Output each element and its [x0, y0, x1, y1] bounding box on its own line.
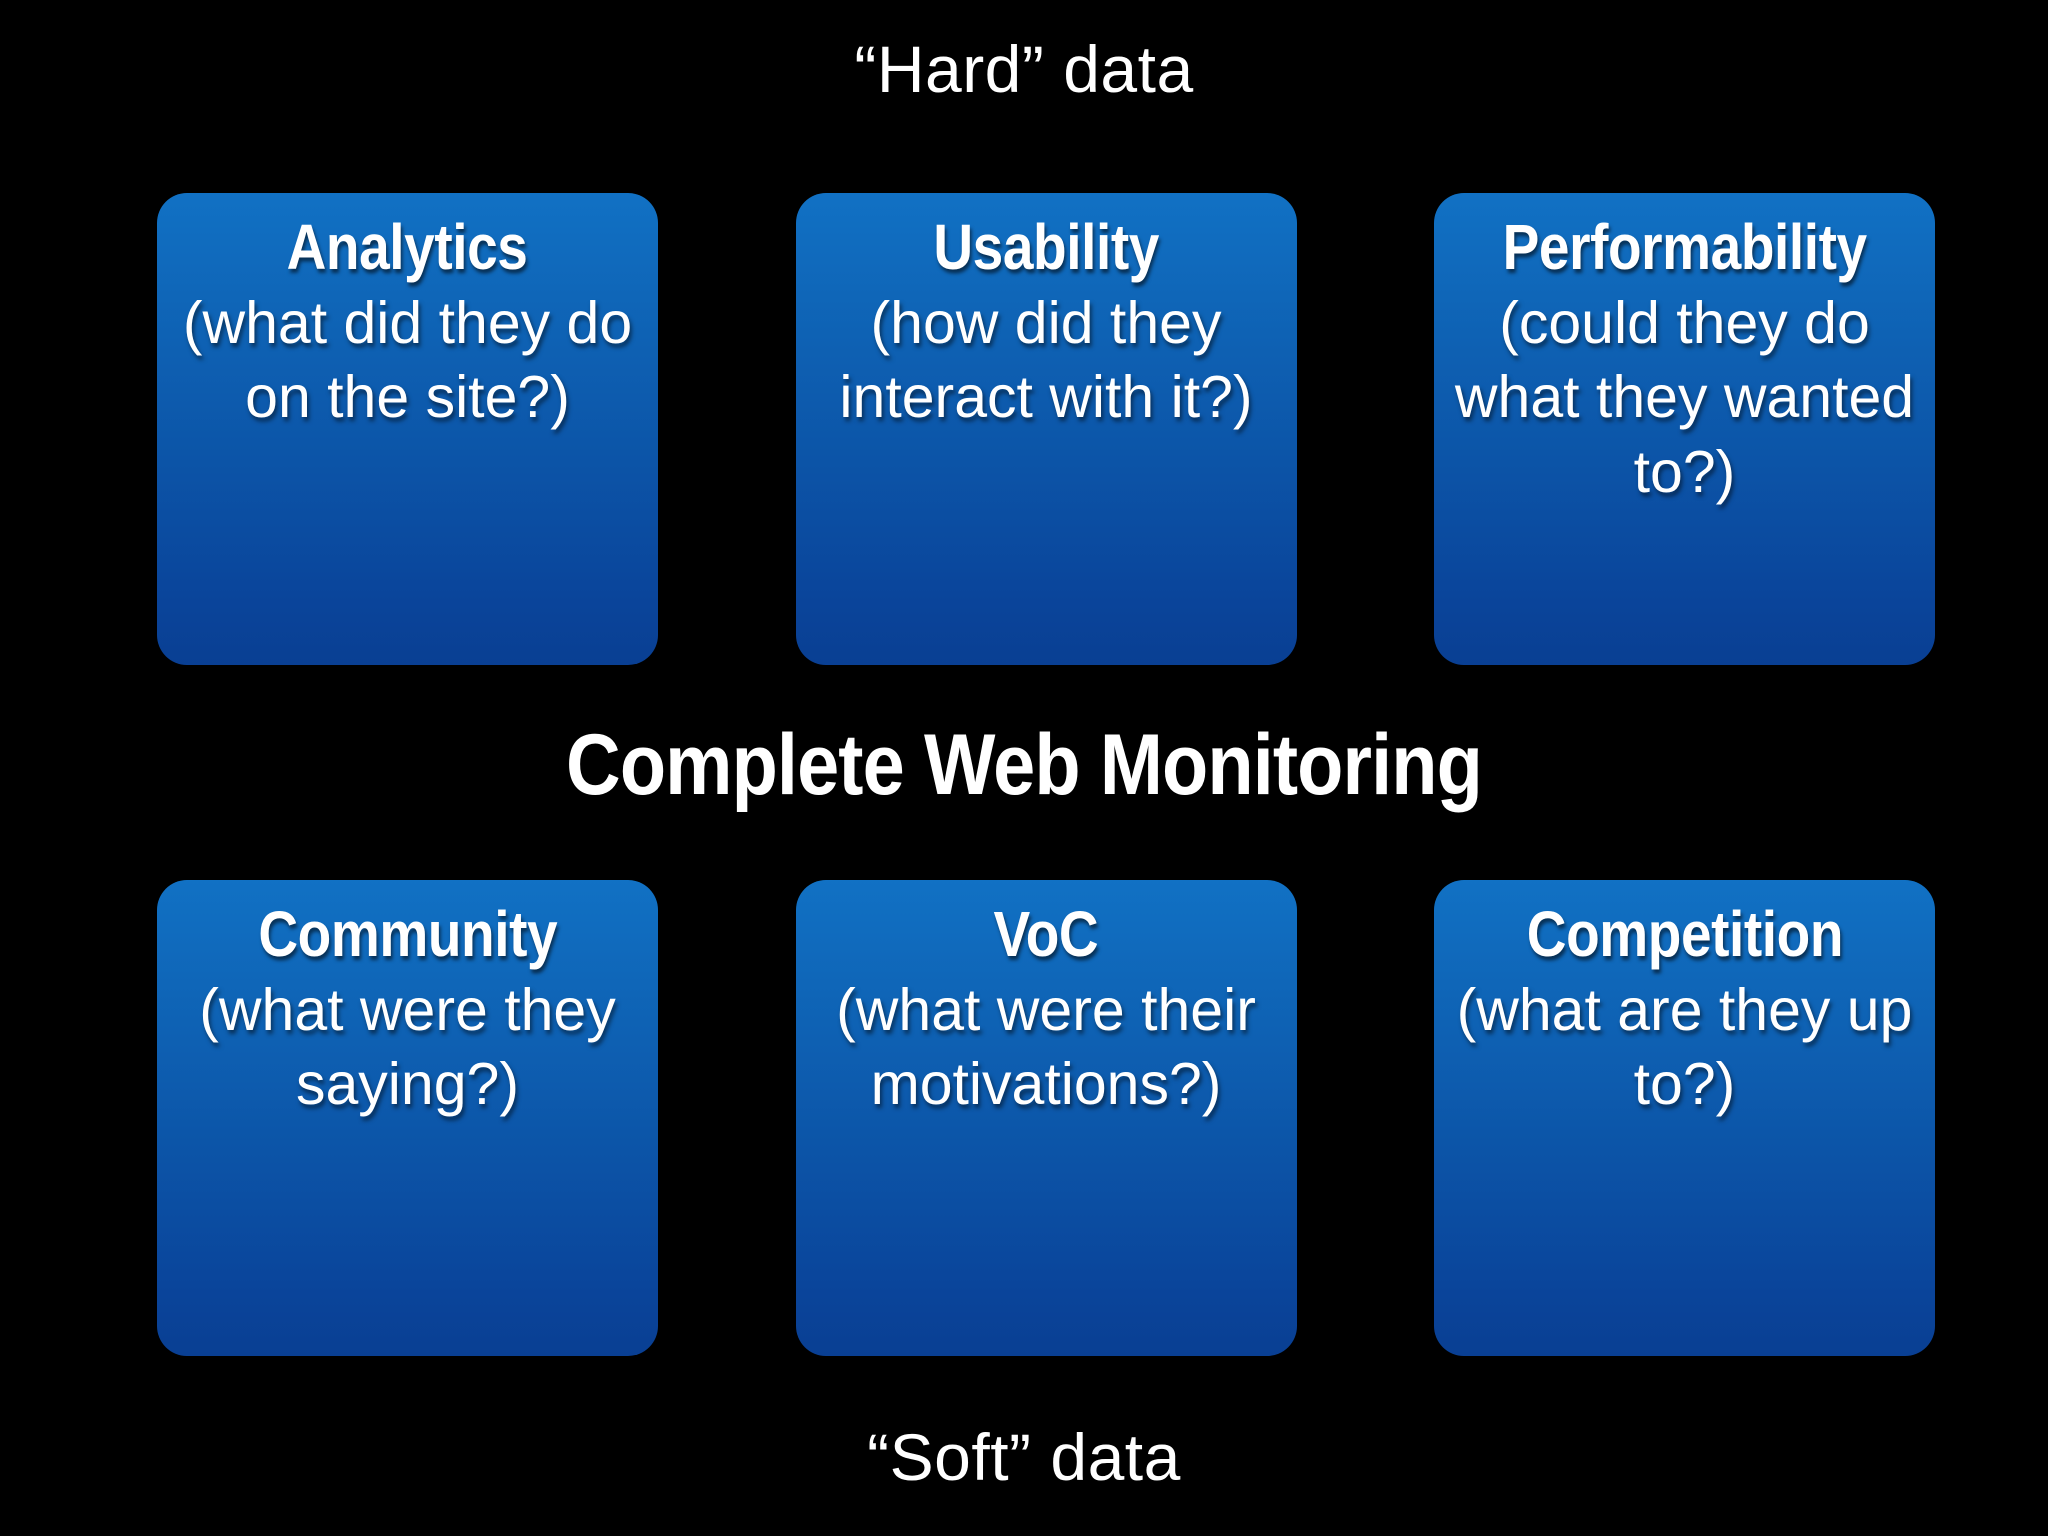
center-title: Complete Web Monitoring	[566, 717, 1483, 813]
card-analytics[interactable]: Analytics (what did they do on the site?…	[157, 193, 658, 665]
card-description-competition: (what are they up to?)	[1456, 977, 1913, 1118]
card-description-usability: (how did they interact with it?)	[839, 290, 1253, 431]
card-title-voc: VoC	[993, 898, 1099, 970]
card-voc[interactable]: VoC (what were their motivations?)	[795, 880, 1297, 1356]
card-description-performability: (could they do what they wanted to?)	[1454, 290, 1915, 505]
card-community[interactable]: Community (what were they saying?)	[157, 880, 658, 1356]
card-description-community: (what were they saying?)	[199, 977, 616, 1118]
card-title-analytics: Analytics	[287, 211, 528, 283]
soft-data-card-row: Community (what were they saying?) VoC (…	[157, 880, 1935, 1356]
hard-data-label: “Hard” data	[854, 32, 1194, 106]
card-usability[interactable]: Usability (how did they interact with it…	[795, 193, 1297, 665]
card-description-analytics: (what did they do on the site?)	[182, 290, 633, 431]
card-performability[interactable]: Performability (could they do what they …	[1434, 193, 1935, 665]
card-competition[interactable]: Competition (what are they up to?)	[1434, 880, 1935, 1356]
soft-data-label: “Soft” data	[867, 1420, 1181, 1494]
card-title-community: Community	[258, 898, 557, 970]
card-title-competition: Competition	[1526, 898, 1843, 970]
card-description-voc: (what were their motivations?)	[836, 977, 1256, 1118]
card-title-performability: Performability	[1502, 211, 1867, 283]
card-title-usability: Usability	[933, 211, 1159, 283]
hard-data-card-row: Analytics (what did they do on the site?…	[157, 193, 1935, 665]
